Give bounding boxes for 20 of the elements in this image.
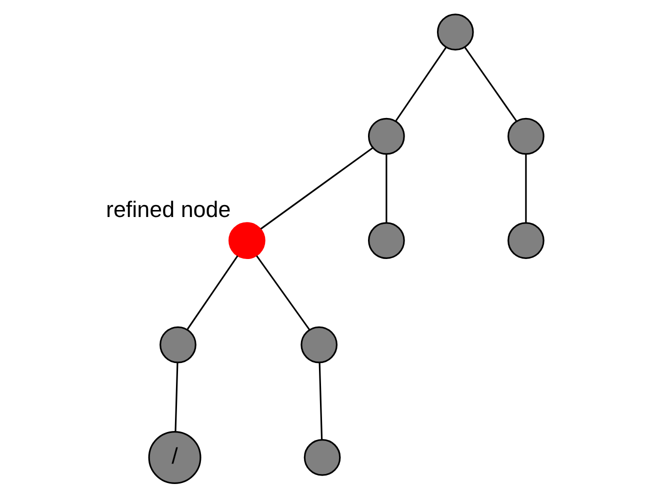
node-circle xyxy=(300,326,338,364)
connector xyxy=(174,362,178,432)
node-circle xyxy=(304,439,341,476)
node-circle: / xyxy=(148,430,202,484)
node-circle xyxy=(368,222,405,259)
node-circle xyxy=(436,14,474,51)
node-circle xyxy=(228,222,266,259)
node-label: refined node xyxy=(106,196,231,222)
connector xyxy=(260,147,374,230)
node-circle xyxy=(368,118,405,155)
connector xyxy=(256,255,310,330)
node-circle xyxy=(160,326,196,364)
connector xyxy=(525,154,527,222)
connector xyxy=(464,46,518,122)
connector xyxy=(186,255,238,330)
connector xyxy=(386,154,388,222)
connector xyxy=(395,46,447,122)
node-circle xyxy=(508,222,544,259)
node-circle xyxy=(508,118,544,155)
connector xyxy=(318,362,323,440)
